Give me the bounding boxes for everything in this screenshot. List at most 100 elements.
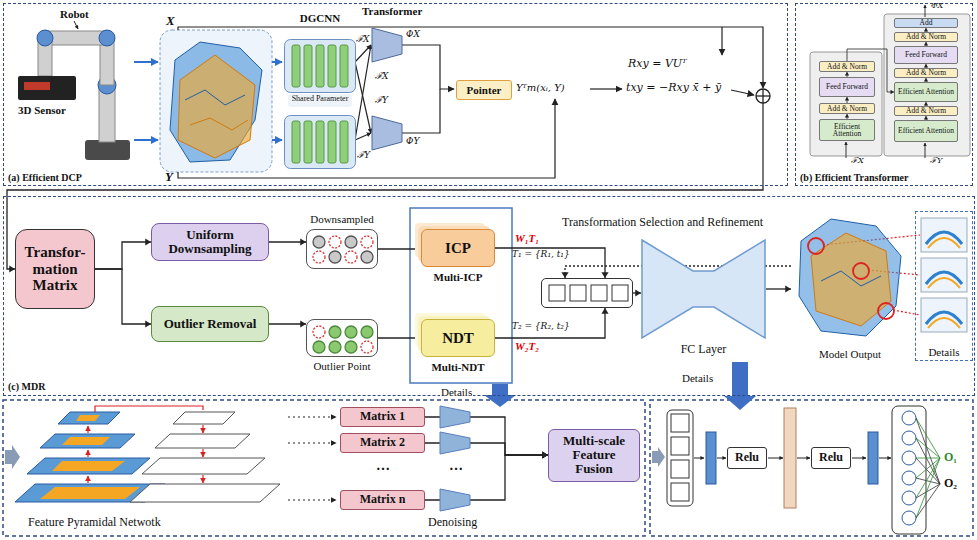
connector: [95, 238, 151, 269]
node-text: Efficient Attention: [898, 88, 954, 96]
node-text: Model Output: [791, 348, 909, 360]
activation-box: Relu: [811, 447, 851, 469]
feature-symbol: ℱX: [851, 157, 864, 166]
embedding-symbol: ΦX: [931, 2, 943, 11]
add-symbol: [756, 89, 770, 103]
point-circles: [307, 230, 379, 270]
arrowhead: [845, 97, 849, 101]
output-label: O₂: [944, 477, 957, 490]
node-text: Matrix 2: [360, 436, 405, 449]
node-text: Add & Norm: [906, 33, 946, 41]
connector-line: [95, 269, 151, 324]
connector: [495, 308, 609, 338]
arrowhead: [924, 116, 928, 120]
node-text: (b) Efficient Transformer: [800, 172, 909, 183]
node-text: FC Layer: [641, 343, 766, 356]
process-box: Outlier Removal: [151, 306, 269, 342]
node-text: Add & Norm: [906, 69, 946, 77]
attention-box: Efficient Attention: [819, 119, 875, 141]
fusion-box: Multi-scale Feature Fusion: [548, 429, 640, 482]
fc-shape: [641, 239, 766, 339]
node-text: ICP: [445, 240, 471, 257]
feature-extractor: DGCNNShared Parameter: [284, 11, 356, 171]
edge-label: W₁T₁: [514, 232, 540, 244]
matrix-box: Matrix 2: [340, 433, 425, 453]
detail-panels: [3, 400, 973, 536]
matrix-box: Matrix 1: [340, 407, 425, 427]
formula: T₁ = {R₁, t₁}: [512, 250, 570, 260]
node-text: Efficient Attention: [898, 127, 954, 135]
node-text: Efficient Attention: [822, 123, 872, 138]
node-text: Uniform Downsampling: [156, 228, 264, 257]
norm-box: Add & Norm: [819, 61, 875, 72]
input-label: Y: [165, 170, 173, 184]
node-text: Multi-scale Feature Fusion: [553, 434, 635, 477]
norm-box: Add & Norm: [894, 68, 958, 78]
norm-box: Add & Norm: [894, 32, 958, 42]
transformer-blocks: [372, 28, 402, 150]
node-subtext: Multi-NDT: [416, 361, 500, 373]
node-text: Add: [920, 19, 933, 27]
connector-line: [378, 248, 421, 249]
ellipsis: …: [449, 458, 463, 473]
point-set: Downsampled: [306, 229, 378, 269]
node-text: NDT: [442, 330, 474, 347]
formula: Yᵀm(xᵢ, Y): [516, 82, 565, 93]
node-text: Transformation Selection and Refinement: [562, 216, 763, 229]
formula: txy = −Rxy x̄ + ȳ: [626, 82, 721, 94]
matrix-box: Matrix n: [340, 490, 425, 510]
figure-label: Feature Pyramidal Netwotk: [28, 516, 161, 529]
add-box: Add: [894, 18, 958, 28]
node-text: Outlier Removal: [164, 317, 257, 331]
node-text: (c) MDR: [8, 381, 45, 392]
algorithm-stack: NDTMulti-NDT: [421, 319, 495, 357]
arrowhead: [635, 289, 641, 296]
matrix-box: Transfor- mation Matrix: [15, 229, 95, 309]
algorithm-stack: ICPMulti-ICP: [421, 229, 495, 267]
formula: Rxy = VUᵀ: [628, 58, 687, 70]
connector-line: [495, 308, 605, 338]
formula: T₂ = {R₂, t₂}: [512, 322, 570, 332]
node-text: DGCNN: [284, 12, 356, 24]
dgcnn-blocks: [284, 11, 356, 171]
connector: [269, 320, 306, 327]
arrowhead: [924, 42, 928, 46]
arrowhead: [924, 102, 928, 106]
node-text: (a) Efficient DCP: [8, 172, 82, 183]
connector-line: [95, 242, 151, 269]
registration-group: [410, 208, 512, 383]
arrowhead: [845, 72, 849, 76]
pointer-box: Pointer: [456, 80, 512, 100]
point-set: Outlier Point: [306, 319, 378, 357]
arrowhead: [845, 114, 849, 118]
connector-line: [378, 337, 421, 338]
arrowhead: [601, 308, 608, 314]
arrowhead: [924, 64, 928, 68]
panel: (b) Efficient TransformerAdd & NormFeed …: [795, 3, 973, 186]
activation-box: Relu: [727, 447, 767, 469]
feature-symbol: ℱY: [357, 151, 370, 161]
selection-slots: [542, 279, 634, 309]
callout-label: Details: [440, 386, 473, 398]
ellipsis: …: [376, 458, 390, 473]
fc-layer: FC Layer: [641, 239, 766, 339]
norm-box: Add & Norm: [894, 106, 958, 116]
node-text: Relu: [735, 451, 759, 464]
denoising-blocks: [440, 406, 470, 511]
node-text: Matrix 1: [360, 410, 405, 423]
node-text: Feed Forward: [826, 83, 868, 91]
attention-box: Efficient Attention: [894, 120, 958, 142]
connector: [495, 248, 609, 278]
part-label: Robot: [60, 8, 89, 20]
model-output: Model Output: [791, 211, 909, 361]
node-text: Add & Norm: [827, 63, 867, 71]
arrowhead: [924, 28, 928, 32]
callout-label: Details: [682, 372, 713, 384]
output-label: O₁: [944, 451, 957, 464]
connector: [378, 245, 421, 252]
module-label: Transformer: [362, 5, 422, 17]
panel: (c) MDR Transfor- mation Matrix Uniform Do…: [3, 196, 975, 396]
node-subtext: Shared Parameter: [280, 95, 360, 104]
node-text: Matrix n: [360, 493, 406, 506]
edge-label: W₂T₂: [514, 340, 540, 352]
